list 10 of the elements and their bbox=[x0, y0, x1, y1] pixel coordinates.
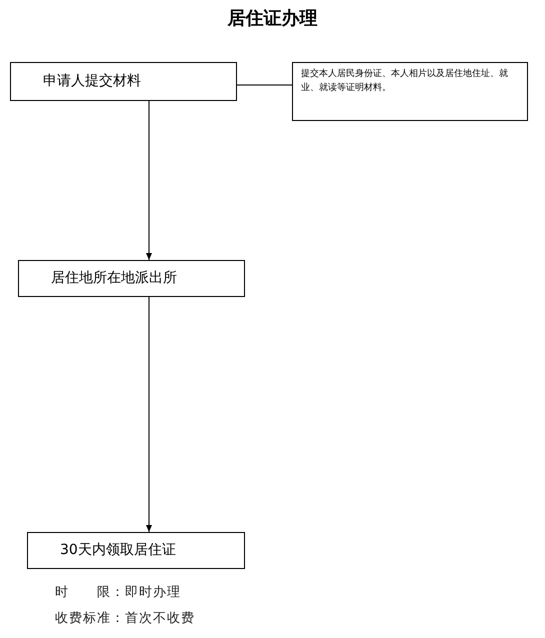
connector-line bbox=[236, 84, 292, 86]
title: 居住证办理 bbox=[226, 7, 318, 30]
process-box: 30天内领取居住证 bbox=[27, 532, 245, 569]
note-box: 提交本人居民身份证、本人相片以及居住地住址、就业、就读等证明材料。 bbox=[292, 62, 528, 121]
arrow bbox=[146, 296, 152, 532]
process-box: 申请人提交材料 bbox=[10, 62, 237, 101]
note-text: 收费标准：首次不收费 bbox=[55, 610, 195, 627]
note-text: 时 限：即时办理 bbox=[55, 584, 181, 601]
process-box: 居住地所在地派出所 bbox=[18, 260, 245, 297]
arrow bbox=[146, 100, 152, 260]
